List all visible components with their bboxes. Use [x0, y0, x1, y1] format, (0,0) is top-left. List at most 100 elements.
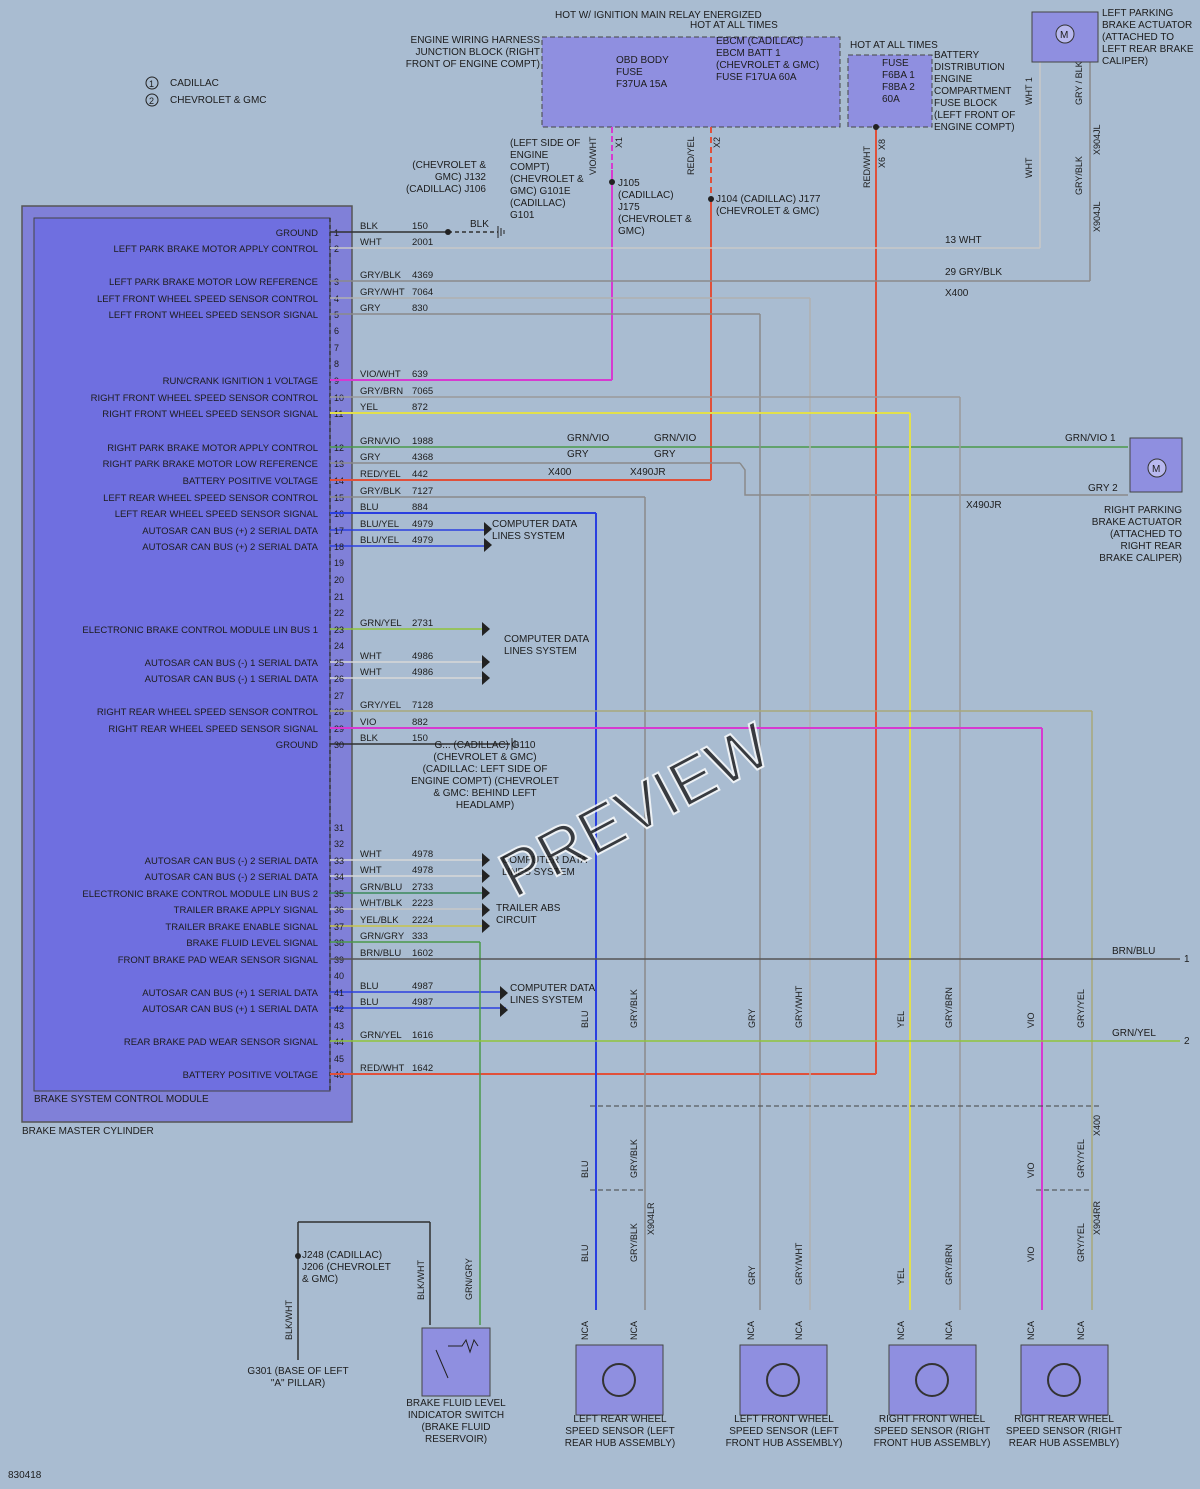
pin-number: 38: [334, 938, 344, 948]
offpage-1-ref: 1: [1184, 954, 1190, 965]
pin-number: 8: [334, 359, 339, 369]
pin-number: 44: [334, 1037, 344, 1047]
cdls-dest-3: COMPUTER DATA LINES SYSTEM: [502, 855, 587, 878]
svg-text:GRY/YEL: GRY/YEL: [1076, 1223, 1086, 1262]
j105-label: J105 (CADILLAC) J175 (CHEVROLET & GMC): [618, 178, 692, 237]
wire-color: WHT: [360, 849, 382, 860]
g101-label: (LEFT SIDE OF ENGINE COMPT) (CHEVROLET &…: [510, 138, 584, 221]
wire-color: BLK: [360, 221, 379, 232]
svg-text:X400: X400: [945, 288, 969, 299]
wire-color: GRY/BLK: [360, 486, 402, 497]
offpage-2-color: GRN/YEL: [1112, 1028, 1156, 1039]
circuit-number: 1616: [412, 1030, 433, 1041]
circuit-number: 4986: [412, 651, 433, 662]
pin-label: RIGHT FRONT WHEEL SPEED SENSOR SIGNAL: [102, 409, 318, 420]
wire-color: WHT: [360, 667, 382, 678]
circuit-number: 4986: [412, 667, 433, 678]
svg-text:13 WHT: 13 WHT: [945, 235, 982, 246]
svg-text:X490JR: X490JR: [966, 500, 1002, 511]
pin-number: 23: [334, 625, 344, 635]
circuit-number: 872: [412, 402, 428, 413]
svg-text:YEL: YEL: [896, 1268, 906, 1285]
pin-label: ELECTRONIC BRAKE CONTROL MODULE LIN BUS …: [82, 889, 318, 900]
offpage-2-ref: 2: [1184, 1036, 1190, 1047]
svg-text:RED/WHT: RED/WHT: [862, 146, 872, 188]
svg-text:NCA: NCA: [896, 1321, 906, 1340]
pin-number: 12: [334, 443, 344, 453]
legend-chevrolet-gmc: CHEVROLET & GMC: [170, 95, 267, 106]
circuit-number: 333: [412, 931, 428, 942]
pin-number: 3: [334, 277, 339, 287]
wire-color: GRY/WHT: [360, 287, 405, 298]
svg-text:WHT 1: WHT 1: [1024, 77, 1034, 105]
pin-number: 27: [334, 691, 344, 701]
svg-text:YEL: YEL: [896, 1011, 906, 1028]
circuit-number: 830: [412, 303, 428, 314]
wire-color: BLK: [360, 733, 379, 744]
pin-label: TRAILER BRAKE ENABLE SIGNAL: [165, 922, 318, 933]
svg-text:VIO/WHT: VIO/WHT: [588, 136, 598, 175]
sensor-left-rear: NCA NCA: [575, 1321, 664, 1416]
wire-color: WHT/BLK: [360, 898, 403, 909]
pin-label: AUTOSAR CAN BUS (+) 2 SERIAL DATA: [142, 542, 318, 553]
junction-block: [541, 36, 841, 128]
pin-label: AUTOSAR CAN BUS (-) 2 SERIAL DATA: [145, 872, 319, 883]
wire-color: BLU: [360, 502, 379, 513]
pin-number: 2: [334, 244, 339, 254]
pin-number: 13: [334, 459, 344, 469]
wire-color: BLU/YEL: [360, 535, 399, 546]
svg-text:VIO: VIO: [1026, 1162, 1036, 1178]
pin-label: LEFT FRONT WHEEL SPEED SENSOR SIGNAL: [109, 310, 318, 321]
pin-number: 28: [334, 707, 344, 717]
j132-label: (CHEVROLET & GMC) J132 (CADILLAC) J106: [405, 160, 486, 195]
junction-block-label: ENGINE WIRING HARNESS JUNCTION BLOCK (RI…: [405, 35, 540, 70]
wire-color: RED/YEL: [360, 469, 401, 480]
pin-label: LEFT REAR WHEEL SPEED SENSOR CONTROL: [103, 493, 318, 504]
wire-color: VIO: [360, 717, 376, 728]
svg-text:NCA: NCA: [629, 1321, 639, 1340]
svg-text:X904LR: X904LR: [646, 1202, 656, 1235]
pin-number: 21: [334, 592, 344, 602]
pin-number: 17: [334, 526, 344, 536]
pin-number: 43: [334, 1021, 344, 1031]
pin-number: 19: [334, 558, 344, 568]
pin-label: AUTOSAR CAN BUS (-) 2 SERIAL DATA: [145, 856, 319, 867]
svg-text:GRY: GRY: [747, 1266, 757, 1285]
j248-label: J248 (CADILLAC) J206 (CHEVROLET & GMC): [302, 1250, 391, 1285]
svg-text:GRY / BLK 2: GRY / BLK 2: [1074, 54, 1084, 105]
svg-text:GRY/BRN: GRY/BRN: [944, 1244, 954, 1285]
drawing-number: 830418: [8, 1470, 42, 1481]
svg-text:GRY: GRY: [654, 449, 676, 460]
pin-label: RIGHT REAR WHEEL SPEED SENSOR CONTROL: [97, 707, 318, 718]
wire-color: BLU/YEL: [360, 519, 399, 530]
svg-text:WHT: WHT: [1024, 157, 1034, 178]
pin-number: 36: [334, 905, 344, 915]
wire-color: GRN/BLU: [360, 882, 402, 893]
circuit-number: 7064: [412, 287, 433, 298]
wire-color: GRY: [360, 303, 381, 314]
sensor-left-rear-label: LEFT REAR WHEEL SPEED SENSOR (LEFT REAR …: [564, 1414, 676, 1449]
pin-number: 15: [334, 493, 344, 503]
pin-label: AUTOSAR CAN BUS (-) 1 SERIAL DATA: [145, 658, 319, 669]
wire-color: RED/WHT: [360, 1063, 405, 1074]
pin-number: 30: [334, 740, 344, 750]
brake-fluid-switch: [421, 1327, 491, 1397]
fuse-ebcm-label: EBCM (CADILLAC) EBCM BATT 1 (CHEVROLET &…: [716, 36, 820, 83]
wire-color: BRN/BLU: [360, 948, 401, 959]
sensor-left-front: NCA NCA: [739, 1321, 828, 1416]
bscm-box: [33, 217, 331, 1092]
wire-color: GRN/YEL: [360, 618, 402, 629]
svg-text:X400: X400: [548, 467, 572, 478]
circuit-number: 1988: [412, 436, 433, 447]
svg-text:BLU: BLU: [580, 1244, 590, 1262]
svg-text:GRN/VIO: GRN/VIO: [654, 433, 696, 444]
pin-label: RIGHT FRONT WHEEL SPEED SENSOR CONTROL: [91, 393, 318, 404]
circuit-number: 7065: [412, 386, 433, 397]
wire-color: GRN/GRY: [360, 931, 405, 942]
pin-label: REAR BRAKE PAD WEAR SENSOR SIGNAL: [124, 1037, 318, 1048]
pin-number: 7: [334, 343, 339, 353]
hot-ign-label: HOT W/ IGNITION MAIN RELAY ENERGIZED: [555, 10, 762, 21]
svg-text:NCA: NCA: [580, 1321, 590, 1340]
